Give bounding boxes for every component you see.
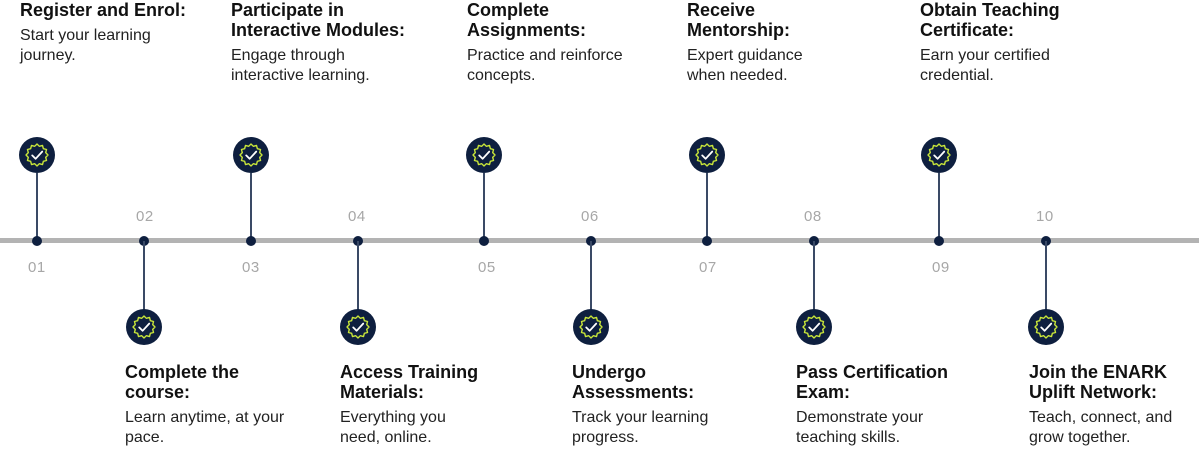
- certified-check-icon: [19, 137, 55, 173]
- step-text-03: Participate in Interactive Modules: Enga…: [231, 0, 431, 86]
- step-description: Learn anytime, at your pace.: [125, 409, 285, 446]
- step-number: 03: [242, 259, 260, 276]
- step-number: 07: [699, 259, 717, 276]
- step-connector: [938, 173, 940, 239]
- certified-check-icon: [921, 137, 957, 173]
- step-number: 02: [136, 208, 154, 225]
- step-title: Obtain Teaching Certificate:: [920, 0, 1060, 40]
- step-number: 09: [932, 259, 950, 276]
- step-title: Complete Assignments:: [467, 0, 587, 40]
- step-description: Practice and reinforce concepts.: [467, 47, 623, 84]
- step-number: 06: [581, 208, 599, 225]
- step-number: 05: [478, 259, 496, 276]
- step-text-09: Obtain Teaching Certificate: Earn your c…: [920, 0, 1100, 86]
- timeline-node: [32, 236, 42, 246]
- step-title: Pass Certification Exam:: [796, 362, 949, 402]
- step-description: Engage through interactive learning.: [231, 47, 370, 84]
- certified-check-icon: [1028, 309, 1064, 345]
- step-connector: [590, 241, 592, 310]
- step-number: 08: [804, 208, 822, 225]
- step-number: 01: [28, 259, 46, 276]
- step-description: Start your learning journey.: [20, 27, 151, 64]
- step-connector: [483, 173, 485, 239]
- timeline-node: [479, 236, 489, 246]
- step-connector: [250, 173, 252, 239]
- step-title: Undergo Assessments:: [572, 362, 695, 402]
- step-text-04: Access Training Materials: Everything yo…: [340, 362, 510, 448]
- step-connector: [706, 173, 708, 239]
- step-connector: [143, 241, 145, 310]
- step-number: 10: [1036, 208, 1054, 225]
- step-title: Register and Enrol:: [20, 0, 187, 20]
- step-number: 04: [348, 208, 366, 225]
- step-text-07: Receive Mentorship: Expert guidance when…: [687, 0, 857, 86]
- step-connector: [1045, 241, 1047, 310]
- certified-check-icon: [796, 309, 832, 345]
- step-description: Teach, connect, and grow together.: [1029, 409, 1173, 446]
- timeline-node: [934, 236, 944, 246]
- step-connector: [36, 173, 38, 239]
- step-description: Expert guidance when needed.: [687, 47, 803, 84]
- certified-check-icon: [233, 137, 269, 173]
- step-text-01: Register and Enrol: Start your learning …: [20, 0, 200, 66]
- step-title: Participate in Interactive Modules:: [231, 0, 406, 40]
- step-text-02: Complete the course: Learn anytime, at y…: [125, 362, 295, 448]
- certified-check-icon: [126, 309, 162, 345]
- timeline-node: [702, 236, 712, 246]
- step-text-08: Pass Certification Exam: Demonstrate you…: [796, 362, 976, 448]
- step-text-06: Undergo Assessments: Track your learning…: [572, 362, 742, 448]
- certified-check-icon: [466, 137, 502, 173]
- certified-check-icon: [689, 137, 725, 173]
- step-description: Track your learning progress.: [572, 409, 709, 446]
- timeline-node: [246, 236, 256, 246]
- certified-check-icon: [340, 309, 376, 345]
- step-description: Demonstrate your teaching skills.: [796, 409, 924, 446]
- step-connector: [357, 241, 359, 310]
- step-description: Everything you need, online.: [340, 409, 446, 446]
- step-title: Receive Mentorship:: [687, 0, 790, 40]
- step-text-10: Join the ENARK Uplift Network: Teach, co…: [1029, 362, 1197, 448]
- timeline-axis: [0, 238, 1199, 243]
- step-title: Join the ENARK Uplift Network:: [1029, 362, 1168, 402]
- step-text-05: Complete Assignments: Practice and reinf…: [467, 0, 637, 86]
- certified-check-icon: [573, 309, 609, 345]
- step-title: Access Training Materials:: [340, 362, 479, 402]
- step-description: Earn your certified credential.: [920, 47, 1050, 84]
- step-connector: [813, 241, 815, 310]
- step-title: Complete the course:: [125, 362, 240, 402]
